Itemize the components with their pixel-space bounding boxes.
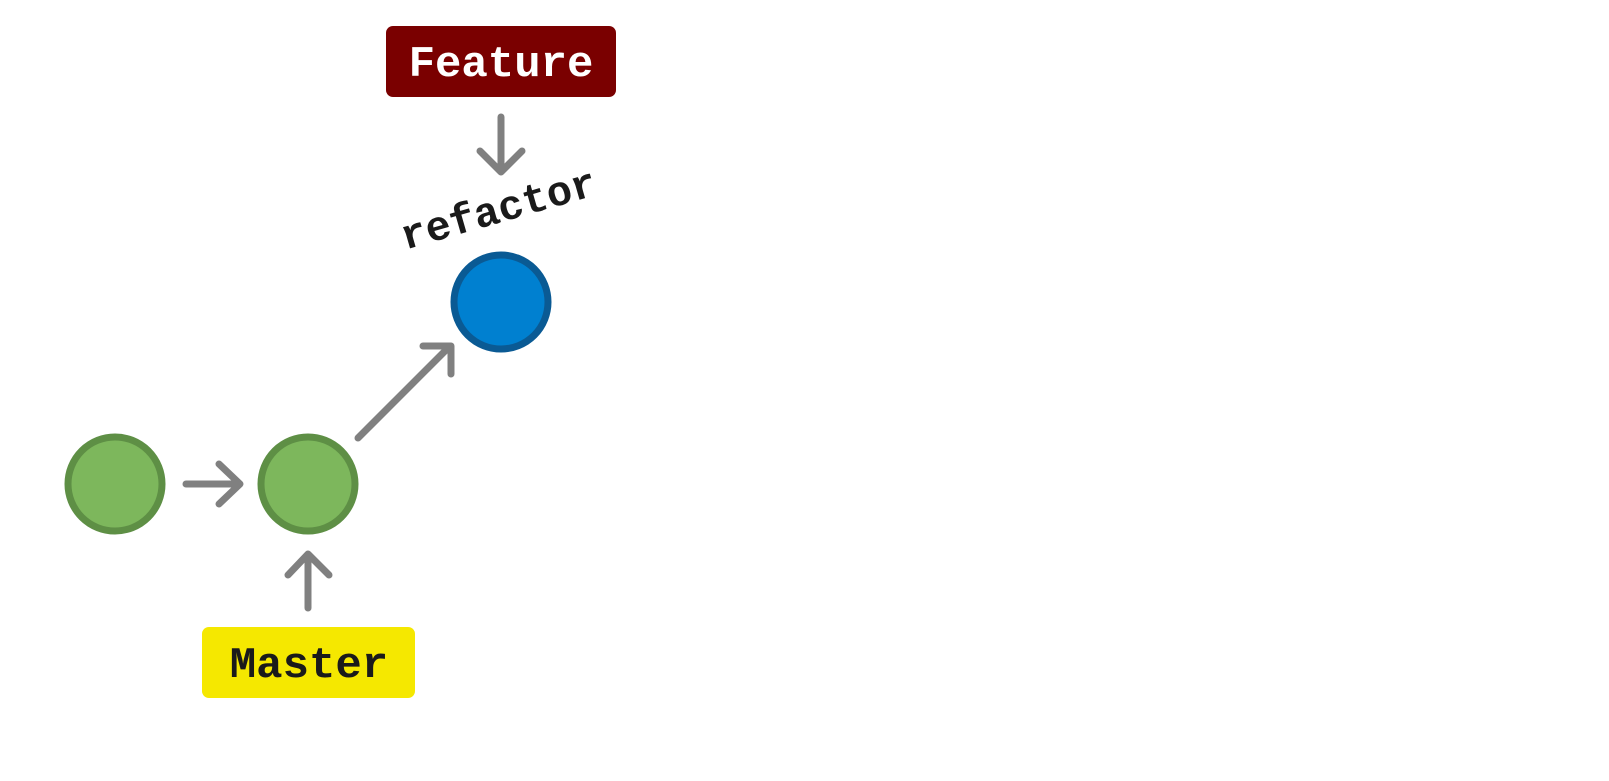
master-label-text: Master	[230, 641, 388, 691]
feature-label-text: Feature	[409, 40, 594, 90]
master-pointer-arrow	[284, 550, 333, 612]
master-branch-label: Master	[202, 627, 415, 698]
commit-node-master-2	[257, 433, 359, 535]
feature-label-box	[386, 26, 616, 97]
branch-arrow	[354, 342, 455, 442]
master-label-box	[202, 627, 415, 698]
feature-branch-label: Feature	[386, 26, 616, 97]
feature-pointer-arrow	[476, 113, 526, 176]
commit-message-refactor: refactor	[395, 161, 602, 263]
commit-node-master-1	[64, 433, 166, 535]
commit-node-feature	[450, 251, 552, 353]
commit-arrow	[182, 460, 244, 508]
